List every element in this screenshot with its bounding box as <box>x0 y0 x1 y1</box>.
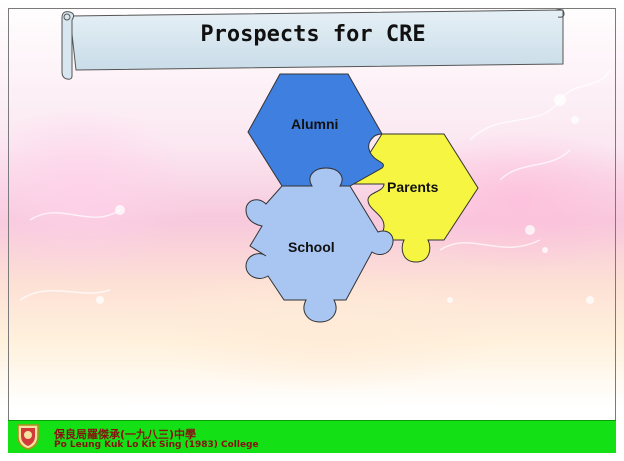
title-scroll-banner <box>61 9 565 80</box>
footer-school-name-chinese: 保良局羅傑承(一九八三)中學 <box>54 428 197 441</box>
slide-title: Prospects for CRE <box>200 22 426 47</box>
puzzle-label-alumni: Alumni <box>291 116 339 132</box>
footer-bar <box>8 420 616 453</box>
footer-school-name-english: Po Leung Kuk Lo Kit Sing (1983) College <box>54 440 259 450</box>
puzzle-label-school: School <box>288 239 335 255</box>
puzzle-label-parents: Parents <box>387 179 439 195</box>
school-crest-icon <box>17 424 39 450</box>
puzzle-piece-school <box>245 167 394 323</box>
